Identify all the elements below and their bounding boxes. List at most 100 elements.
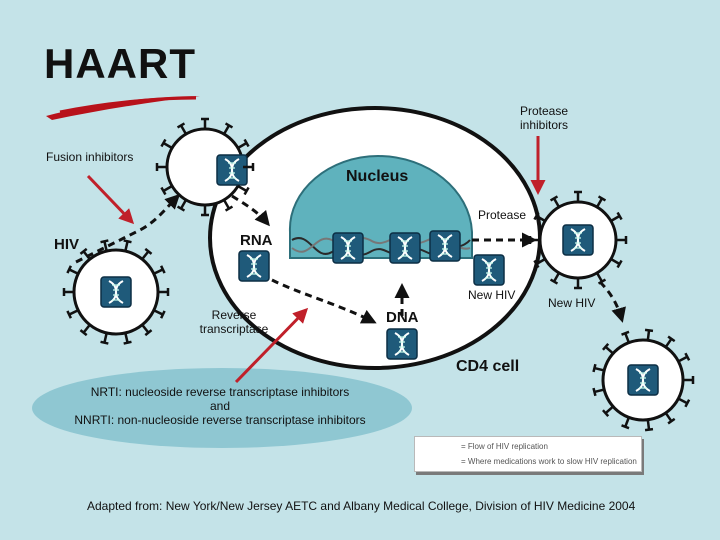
virus-spike xyxy=(162,141,173,150)
virus-spike-cap xyxy=(644,328,654,333)
virus-spike xyxy=(162,184,173,193)
nucleus-dna-icon-1 xyxy=(332,232,364,264)
virus-spike-cap xyxy=(100,239,109,244)
slide-title: HAART xyxy=(44,40,196,87)
virus-spike-cap xyxy=(160,186,167,196)
virus-spike-cap xyxy=(592,363,597,373)
drug-class-ellipse xyxy=(32,368,412,448)
label-protease-inhibitors-line2: inhibitors xyxy=(520,118,569,132)
red-arrow-reverse-transcriptase xyxy=(234,307,309,384)
virus-spike-cap xyxy=(621,330,630,336)
virus-spike-cap xyxy=(243,138,250,148)
virus-spike xyxy=(535,257,546,266)
virus-spike xyxy=(610,214,621,223)
flow-arrow-new-hiv-release xyxy=(598,280,626,323)
title-underline-stroke xyxy=(46,96,200,120)
virus-spike-cap xyxy=(533,259,540,269)
virus-spike-cap xyxy=(616,211,623,221)
new-hiv-inner-icon xyxy=(473,254,505,286)
virus-spike-cap xyxy=(601,343,610,351)
virus-spike-cap xyxy=(601,409,610,417)
label-reverse-transcriptase-line1: Reverse xyxy=(211,308,257,322)
virus-spike-cap xyxy=(621,424,630,430)
dna-icon xyxy=(386,328,418,360)
red-arrow-fusion-inhibitors xyxy=(86,174,135,225)
virus-spike xyxy=(222,124,231,135)
drug-class-text: NRTI: nucleoside reverse transcriptase i… xyxy=(50,385,390,427)
virus-spike-cap xyxy=(123,239,132,244)
virus-hiv-dna-icon xyxy=(100,276,132,308)
virus-spike xyxy=(153,268,164,275)
label-nucleus: Nucleus xyxy=(346,168,409,185)
drug-class-line-nrti: NRTI: nucleoside reverse transcriptase i… xyxy=(90,385,350,399)
flow-arrow-rna-to-dna xyxy=(271,278,377,324)
label-reverse-transcriptase: Reverse transcriptase xyxy=(194,308,274,336)
virus-spike xyxy=(141,324,150,334)
virus-spike xyxy=(552,197,561,208)
label-rna: RNA xyxy=(240,232,273,249)
virus-spike-cap xyxy=(592,387,597,397)
virus-spike-cap xyxy=(224,205,234,212)
label-hiv: HIV xyxy=(54,236,80,253)
virus-spike xyxy=(646,419,651,430)
virus-spike xyxy=(595,197,604,208)
virus-spike-cap xyxy=(79,247,88,255)
virus-spike xyxy=(594,388,605,394)
virus-spike xyxy=(124,332,129,343)
virus-spike xyxy=(179,124,188,135)
label-cd4-cell: CD4 cell xyxy=(456,358,520,375)
virus-fusing-dna-icon xyxy=(216,154,248,186)
virus-spike-cap xyxy=(533,211,540,221)
virus-spike xyxy=(677,397,688,405)
virus-spike-cap xyxy=(224,122,234,129)
nucleus-dna-icon-3 xyxy=(429,230,461,262)
virus-spike-cap xyxy=(159,310,166,319)
legend-medication-text: = Where medications work to slow HIV rep… xyxy=(461,457,637,466)
virus-spike xyxy=(624,332,630,344)
label-protease-inhibitors: Protease inhibitors xyxy=(520,104,568,132)
virus-spike xyxy=(646,330,651,341)
virus-spike xyxy=(664,338,673,348)
virus-spike xyxy=(68,309,79,316)
label-protease: Protease xyxy=(478,208,527,222)
virus-spike xyxy=(610,257,621,266)
virus-spike-cap xyxy=(597,195,607,202)
virus-spike xyxy=(664,412,673,422)
virus-spike xyxy=(552,272,561,283)
label-fusion-inhibitors: Fusion inhibitors xyxy=(46,150,134,164)
virus-spike xyxy=(604,345,614,355)
rna-icon xyxy=(238,250,270,282)
virus-spike xyxy=(604,405,614,415)
virus-spike xyxy=(535,214,546,223)
virus-spike-cap xyxy=(159,265,166,274)
virus-spike xyxy=(677,355,688,363)
legend-flow-text: = Flow of HIV replication xyxy=(461,442,548,451)
virus-spike-cap xyxy=(79,329,88,337)
label-dna: DNA xyxy=(386,309,419,326)
virus-spike-cap xyxy=(667,335,676,343)
virus-spike xyxy=(103,332,108,343)
label-reverse-transcriptase-line2: transcriptase xyxy=(199,322,269,336)
virus-spike-cap xyxy=(684,352,691,361)
virus-spike xyxy=(141,250,150,260)
virus-spike-cap xyxy=(176,205,186,212)
virus-spike-cap xyxy=(616,259,623,269)
virus-spike-cap xyxy=(144,247,153,255)
virus-new-hiv-dna-icon xyxy=(562,224,594,256)
virus-spike xyxy=(179,199,188,210)
virus-spike xyxy=(124,241,129,252)
virus-spike-cap xyxy=(644,427,654,432)
virus-spike xyxy=(68,268,79,275)
virus-spike xyxy=(595,272,604,283)
nucleus-dna-icon-2 xyxy=(389,232,421,264)
virus-spikes xyxy=(62,117,695,432)
virus-spike xyxy=(222,199,231,210)
virus-spike-cap xyxy=(176,122,186,129)
virus-spike xyxy=(82,324,91,334)
virus-spike xyxy=(153,309,164,316)
label-new-hiv-inner: New HIV xyxy=(468,288,516,302)
label-new-hiv-outer: New HIV xyxy=(548,296,596,310)
virus-spike xyxy=(237,184,248,193)
